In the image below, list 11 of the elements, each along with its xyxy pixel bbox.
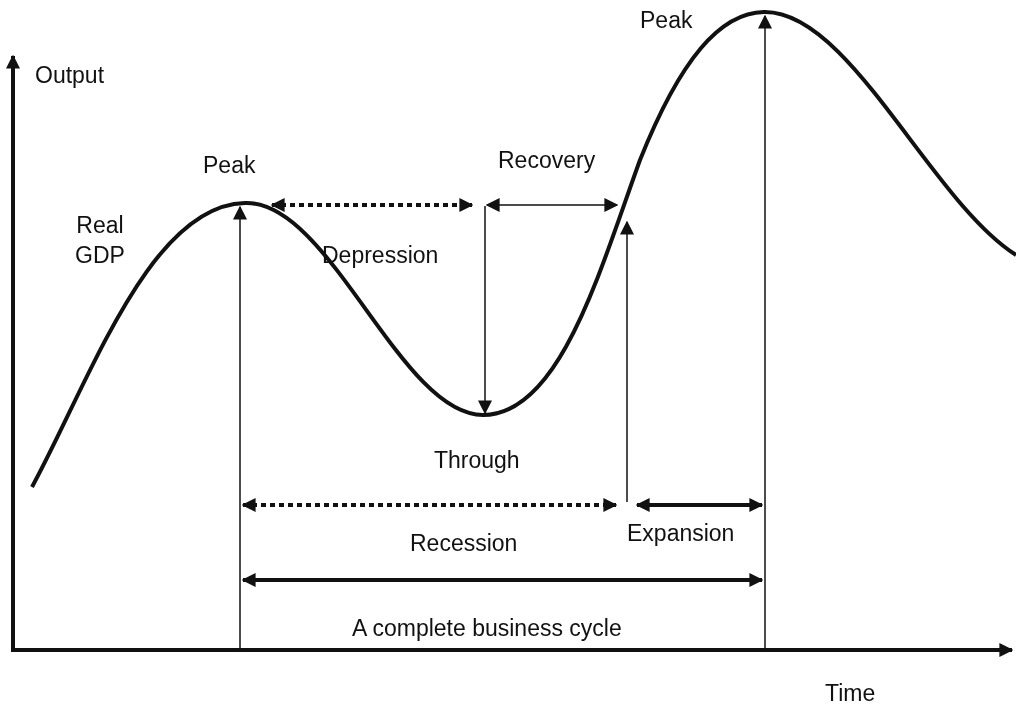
axis-label: Time	[825, 679, 876, 705]
trough-label: Through	[434, 446, 520, 475]
peak-label: Peak	[203, 151, 256, 180]
peak-label: Peak	[640, 6, 693, 35]
phase-label: Recession	[410, 529, 518, 558]
axis-label: Output	[35, 61, 105, 90]
cycle-label: A complete business cycle	[352, 614, 622, 643]
phase-label: Depression	[322, 241, 439, 270]
curve-label: Real GDP	[74, 211, 126, 270]
phase-label: Expansion	[627, 519, 735, 548]
phase-label: Recovery	[498, 146, 596, 175]
